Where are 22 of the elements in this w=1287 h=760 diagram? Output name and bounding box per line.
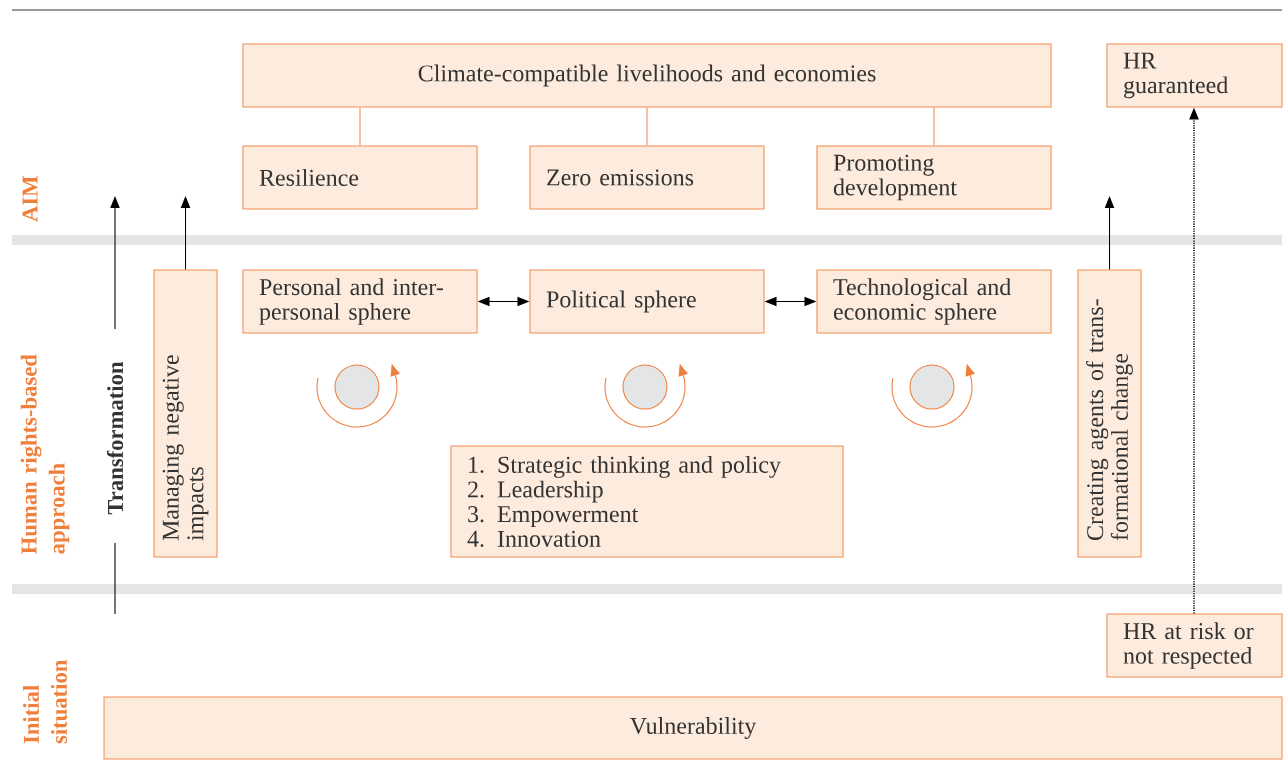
text-box: Creating agents of trans- formational change xyxy=(1077,269,1142,558)
connector xyxy=(933,107,935,146)
text-box: HR at risk or not respected xyxy=(1106,613,1283,678)
text-box: Managing negative impacts xyxy=(153,269,218,558)
section-label: AIM xyxy=(22,176,38,222)
text-box: Zero emissions xyxy=(529,145,765,210)
section-label: Human rights-based approach xyxy=(20,354,70,554)
text-box: Climate-compatible livelihoods and economies xyxy=(242,43,1052,108)
text-box: Political sphere xyxy=(529,269,765,334)
text-box: Technological and economic sphere xyxy=(816,269,1052,334)
text-box: Vulnerability xyxy=(103,696,1283,760)
text-box: Personal and inter- personal sphere xyxy=(242,269,478,334)
text-box: HR guaranteed xyxy=(1106,43,1283,108)
connector xyxy=(359,107,361,146)
section-label: Initial situation xyxy=(23,659,67,744)
text-box: Promoting development xyxy=(816,145,1052,210)
connector xyxy=(646,107,648,146)
axis-label: Transformation xyxy=(106,361,124,515)
arrow xyxy=(180,196,191,270)
list-box: 1. Strategic thinking and policy 2. Leadership 3. Empowerment 4. Innovation xyxy=(450,445,844,558)
text-box: Resilience xyxy=(242,145,478,210)
arrow xyxy=(1104,196,1115,270)
